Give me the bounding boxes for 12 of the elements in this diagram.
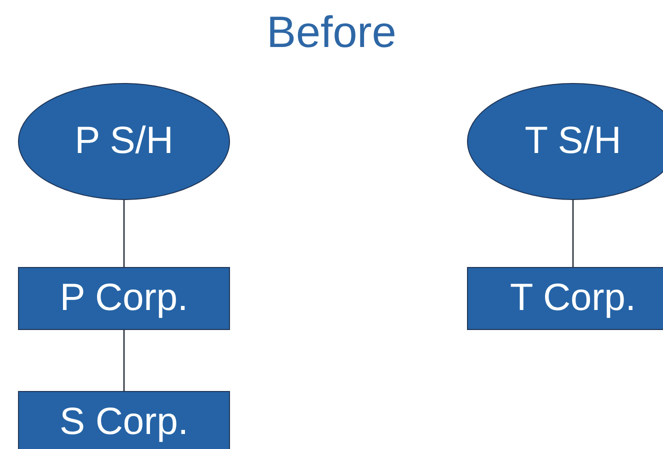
node-label: P Corp. [60, 277, 188, 320]
corporation-box [18, 391, 230, 449]
connector-line [123, 200, 125, 267]
node-label: T S/H [524, 120, 622, 163]
connector-line [123, 330, 125, 391]
connector-line [572, 200, 574, 267]
node-label: P S/H [74, 120, 174, 163]
node-label: S Corp. [60, 401, 188, 444]
corporation-box [18, 267, 230, 330]
node-label: T Corp. [510, 277, 636, 320]
corporation-box [467, 267, 663, 330]
diagram-title: Before [266, 8, 398, 58]
